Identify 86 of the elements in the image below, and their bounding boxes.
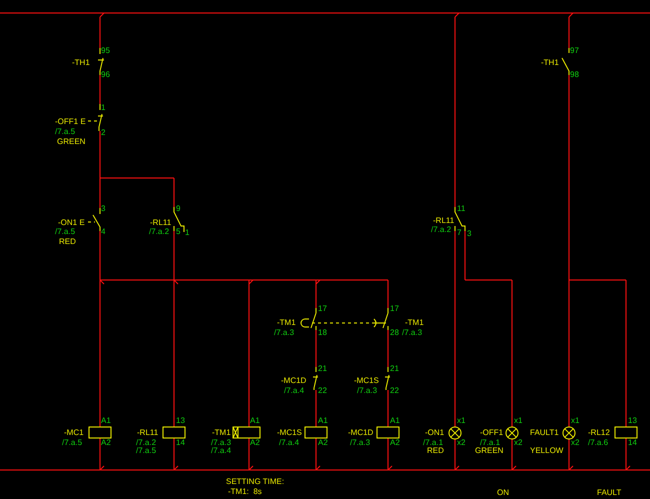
terminal-number: 96: [101, 70, 110, 79]
cross-reference: /7.a.2: [136, 438, 156, 447]
cross-reference: /7.a.3: [350, 438, 370, 447]
terminal-number: A2: [101, 438, 111, 447]
terminal-number: 4: [101, 227, 106, 236]
part-label: -MC1: [64, 428, 84, 437]
terminal-number: 14: [628, 438, 637, 447]
part-label: -RL11: [137, 428, 158, 437]
terminal-number: 28: [390, 328, 399, 337]
terminal-number: 13: [176, 416, 185, 425]
terminal-number: 1: [101, 103, 106, 112]
terminal-number: 95: [101, 46, 110, 55]
terminal-number: 5: [176, 227, 180, 236]
terminal-number: 17: [318, 304, 327, 313]
terminal-number: A1: [101, 416, 111, 425]
part-label: SETTING TIME:: [226, 477, 284, 486]
terminal-number: 3: [467, 229, 472, 238]
part-label: YELLOW: [530, 446, 564, 455]
part-label: -OFF1 E: [55, 117, 86, 126]
terminal-number: 17: [390, 304, 399, 313]
cross-reference: /7.a.4: [279, 438, 300, 447]
part-label: -TH1: [72, 58, 90, 67]
cross-reference: /7.a.6: [588, 438, 608, 447]
part-label: -TH1: [541, 58, 559, 67]
terminal-number: x1: [514, 416, 522, 425]
terminal-number: 18: [318, 328, 327, 337]
terminal-number: 3: [101, 204, 106, 213]
part-label: GREEN: [57, 137, 86, 146]
part-label: -TM1: [212, 428, 231, 437]
terminal-number: x1: [457, 416, 466, 425]
part-label: ON: [497, 488, 509, 497]
cross-reference: /7.a.3: [211, 438, 232, 447]
part-label: -RL12: [588, 428, 610, 437]
cross-reference: /7.a.5: [136, 446, 156, 455]
part-label: -TM1: [277, 318, 296, 327]
part-label: -TM1: [405, 318, 424, 327]
terminal-number: 7: [457, 228, 462, 237]
terminal-number: A1: [318, 416, 328, 425]
terminal-number: A2: [318, 438, 328, 447]
part-label: -OFF1: [480, 428, 504, 437]
terminal-number: x2: [457, 438, 466, 447]
part-label: -MC1D: [348, 428, 374, 437]
terminal-number: 22: [390, 386, 399, 395]
part-label: FAULT1: [530, 428, 559, 437]
cross-reference: /7.a.5: [62, 438, 82, 447]
terminal-number: x2: [514, 438, 522, 447]
terminal-number: A2: [390, 438, 400, 447]
part-label: -TM1: 8s: [228, 487, 262, 496]
cross-reference: /7.a.4: [211, 446, 232, 455]
cross-reference: /7.a.2: [149, 227, 170, 236]
terminal-number: 14: [176, 438, 185, 447]
terminal-number: 21: [318, 364, 327, 373]
cross-reference: /7.a.3: [402, 328, 422, 337]
part-label: -MC1S: [277, 428, 302, 437]
part-label: FAULT: [597, 488, 622, 497]
terminal-number: 2: [101, 128, 106, 137]
terminal-number: 97: [570, 46, 579, 55]
terminal-number: x2: [571, 438, 580, 447]
cross-reference: /7.a.3: [274, 328, 294, 337]
part-label: -ON1 E: [58, 218, 85, 227]
terminal-number: 13: [628, 416, 637, 425]
part-label: -MC1S: [354, 376, 379, 385]
cross-reference: /7.a.1: [423, 438, 444, 447]
part-label: -ON1: [425, 428, 444, 437]
terminal-number: 9: [176, 204, 180, 213]
terminal-number: 21: [390, 364, 399, 373]
cross-reference: /7.a.5: [55, 127, 76, 136]
part-label: GREEN: [475, 446, 504, 455]
terminal-number: A2: [250, 438, 260, 447]
cross-reference: /7.a.4: [284, 386, 304, 395]
part-label: -RL11: [150, 218, 172, 227]
terminal-number: 11: [457, 204, 466, 213]
terminal-number: 98: [570, 70, 579, 79]
part-label: -MC1D: [281, 376, 306, 385]
terminal-number: x1: [571, 416, 580, 425]
cross-reference: /7.a.3: [357, 386, 378, 395]
cross-reference: /7.a.1: [480, 438, 500, 447]
cross-reference: /7.a.5: [55, 227, 76, 236]
part-label: RED: [427, 446, 444, 455]
terminal-number: 22: [318, 386, 327, 395]
part-label: RED: [59, 237, 76, 246]
terminal-number: A1: [390, 416, 400, 425]
terminal-number: A1: [250, 416, 260, 425]
terminal-number: 1: [185, 228, 190, 237]
part-label: -RL11: [433, 216, 454, 225]
cross-reference: /7.a.2: [431, 225, 452, 234]
